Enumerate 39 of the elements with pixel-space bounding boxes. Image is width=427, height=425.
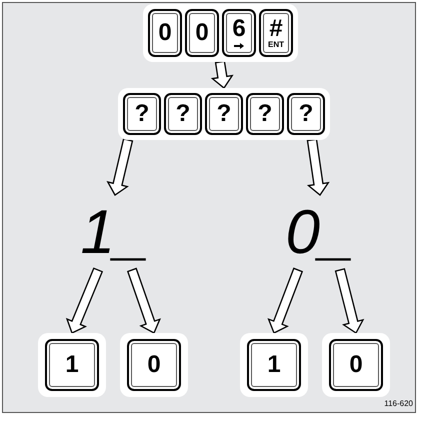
keypad-key [222,9,256,57]
keypad-key [127,339,181,391]
keypad-key [148,9,182,57]
key-symbol: ? [258,102,272,126]
key-symbol: ? [176,102,190,126]
block-arrow [306,138,330,196]
key-symbol: 1 [65,353,79,377]
keypad-key [247,339,301,391]
key-symbol: ? [216,102,232,126]
display-readout: 0_ [280,195,360,270]
key-symbol: ? [298,102,314,126]
figure-number: 116-620 [384,400,413,408]
block-arrow [334,268,364,334]
block-arrow [106,138,134,196]
keypad-key [205,93,243,135]
key-symbol: 0 [147,353,161,377]
keypad-key [246,93,284,135]
key-symbol: ? [134,102,150,126]
keypad-key [164,93,202,135]
key-symbol: 0 [349,353,363,377]
block-arrow [210,60,234,89]
block-arrow [126,268,161,334]
keypad-key [45,339,99,391]
display-readout: 1_ [80,195,150,270]
key-symbol: 6 [232,17,246,41]
keypad-key [185,9,219,57]
key-group-panel [118,88,330,140]
keypad-key [287,93,325,135]
key-group-panel [143,4,298,62]
keypad-key [329,339,383,391]
keypad-key [123,93,161,135]
block-arrow [267,268,304,334]
key-symbol: 0 [158,21,172,45]
keypad-key [259,9,293,57]
key-caption: ENT [268,41,284,49]
key-symbol: # [269,17,283,41]
block-arrow [66,267,104,334]
key-symbol: 1 [267,353,281,377]
key-symbol: 0 [195,21,209,45]
